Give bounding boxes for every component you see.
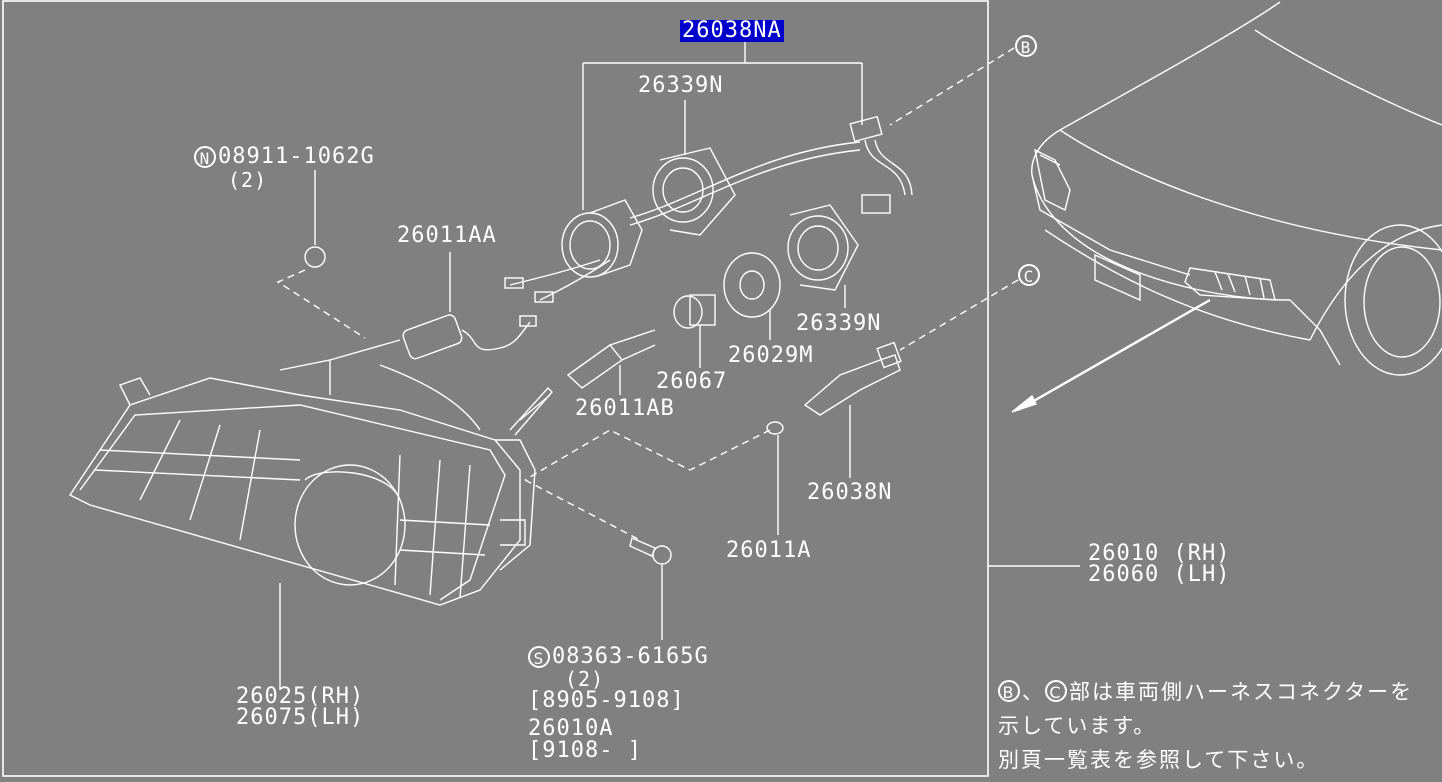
main-bracket: [582, 42, 863, 210]
dashed-leaders: [276, 47, 1019, 541]
callout-26011ab[interactable]: 26011AB: [575, 396, 675, 421]
callout-26075-lh[interactable]: 26075(LH): [236, 705, 365, 730]
note-symbol-b: B: [998, 680, 1020, 702]
callout-26011a[interactable]: 26011A: [726, 538, 812, 563]
nut-symbol: N: [194, 146, 216, 168]
connector-b-marker: B: [1015, 35, 1039, 57]
screw-part-number: 08363-6165G: [552, 644, 709, 669]
assy-alt-range: [9108- ]: [528, 738, 642, 763]
nut-08911: [304, 170, 326, 268]
nut-part-number: 08911-1062G: [218, 144, 375, 169]
harness-26038n: [803, 341, 902, 478]
callout-26025-rh[interactable]: 26025(RH): [236, 684, 365, 709]
note-symbol-c: C: [1045, 680, 1067, 702]
callout-26011aa[interactable]: 26011AA: [397, 223, 497, 248]
detail-frame: [2, 0, 989, 777]
harness-wires: [629, 115, 913, 226]
screw-symbol: S: [528, 646, 550, 668]
callout-26067[interactable]: 26067: [656, 369, 728, 394]
screw-quantity: (2): [565, 667, 605, 691]
car-sketch: [1011, 1, 1442, 413]
socket-26339n-lower: [787, 204, 859, 308]
callout-26060-lh[interactable]: 26060 (LH): [1088, 562, 1231, 587]
holder-26067: [673, 294, 716, 368]
bulb-26011ab: [566, 329, 656, 395]
nut-quantity: (2): [228, 168, 268, 192]
callout-26038n[interactable]: 26038N: [807, 480, 893, 505]
screw-range: [8905-9108]: [528, 688, 685, 713]
callout-26038na[interactable]: 26038NA: [680, 18, 784, 43]
connector-c-marker: C: [1018, 264, 1042, 286]
note-line-1-text: 部は車両側ハーネスコネクターを: [1069, 680, 1414, 704]
callout-26010a[interactable]: 26010A: [528, 716, 614, 741]
bulb-26011aa: [329, 252, 537, 361]
note-separator: 、: [1022, 680, 1045, 704]
socket-26338nа: [504, 199, 643, 303]
callout-26029m[interactable]: 26029M: [728, 343, 814, 368]
cap-26029m: [723, 252, 781, 340]
screw-08363: [629, 537, 672, 640]
note-line-3: 別頁一覧表を参照して下さい。: [998, 748, 1320, 772]
connector-b-symbol: B: [1015, 35, 1037, 57]
callout-26339n-lower[interactable]: 26339N: [796, 311, 882, 336]
bulb-26011a: [766, 421, 784, 535]
callout-26339n-upper[interactable]: 26339N: [638, 73, 724, 98]
headlamp-assembly: [68, 359, 553, 690]
connector-c-symbol: C: [1018, 264, 1040, 286]
socket-26339n-upper: [652, 100, 736, 236]
note-line-2: 示しています。: [998, 714, 1157, 738]
callout-26010-rh[interactable]: 26010 (RH): [1088, 541, 1231, 566]
